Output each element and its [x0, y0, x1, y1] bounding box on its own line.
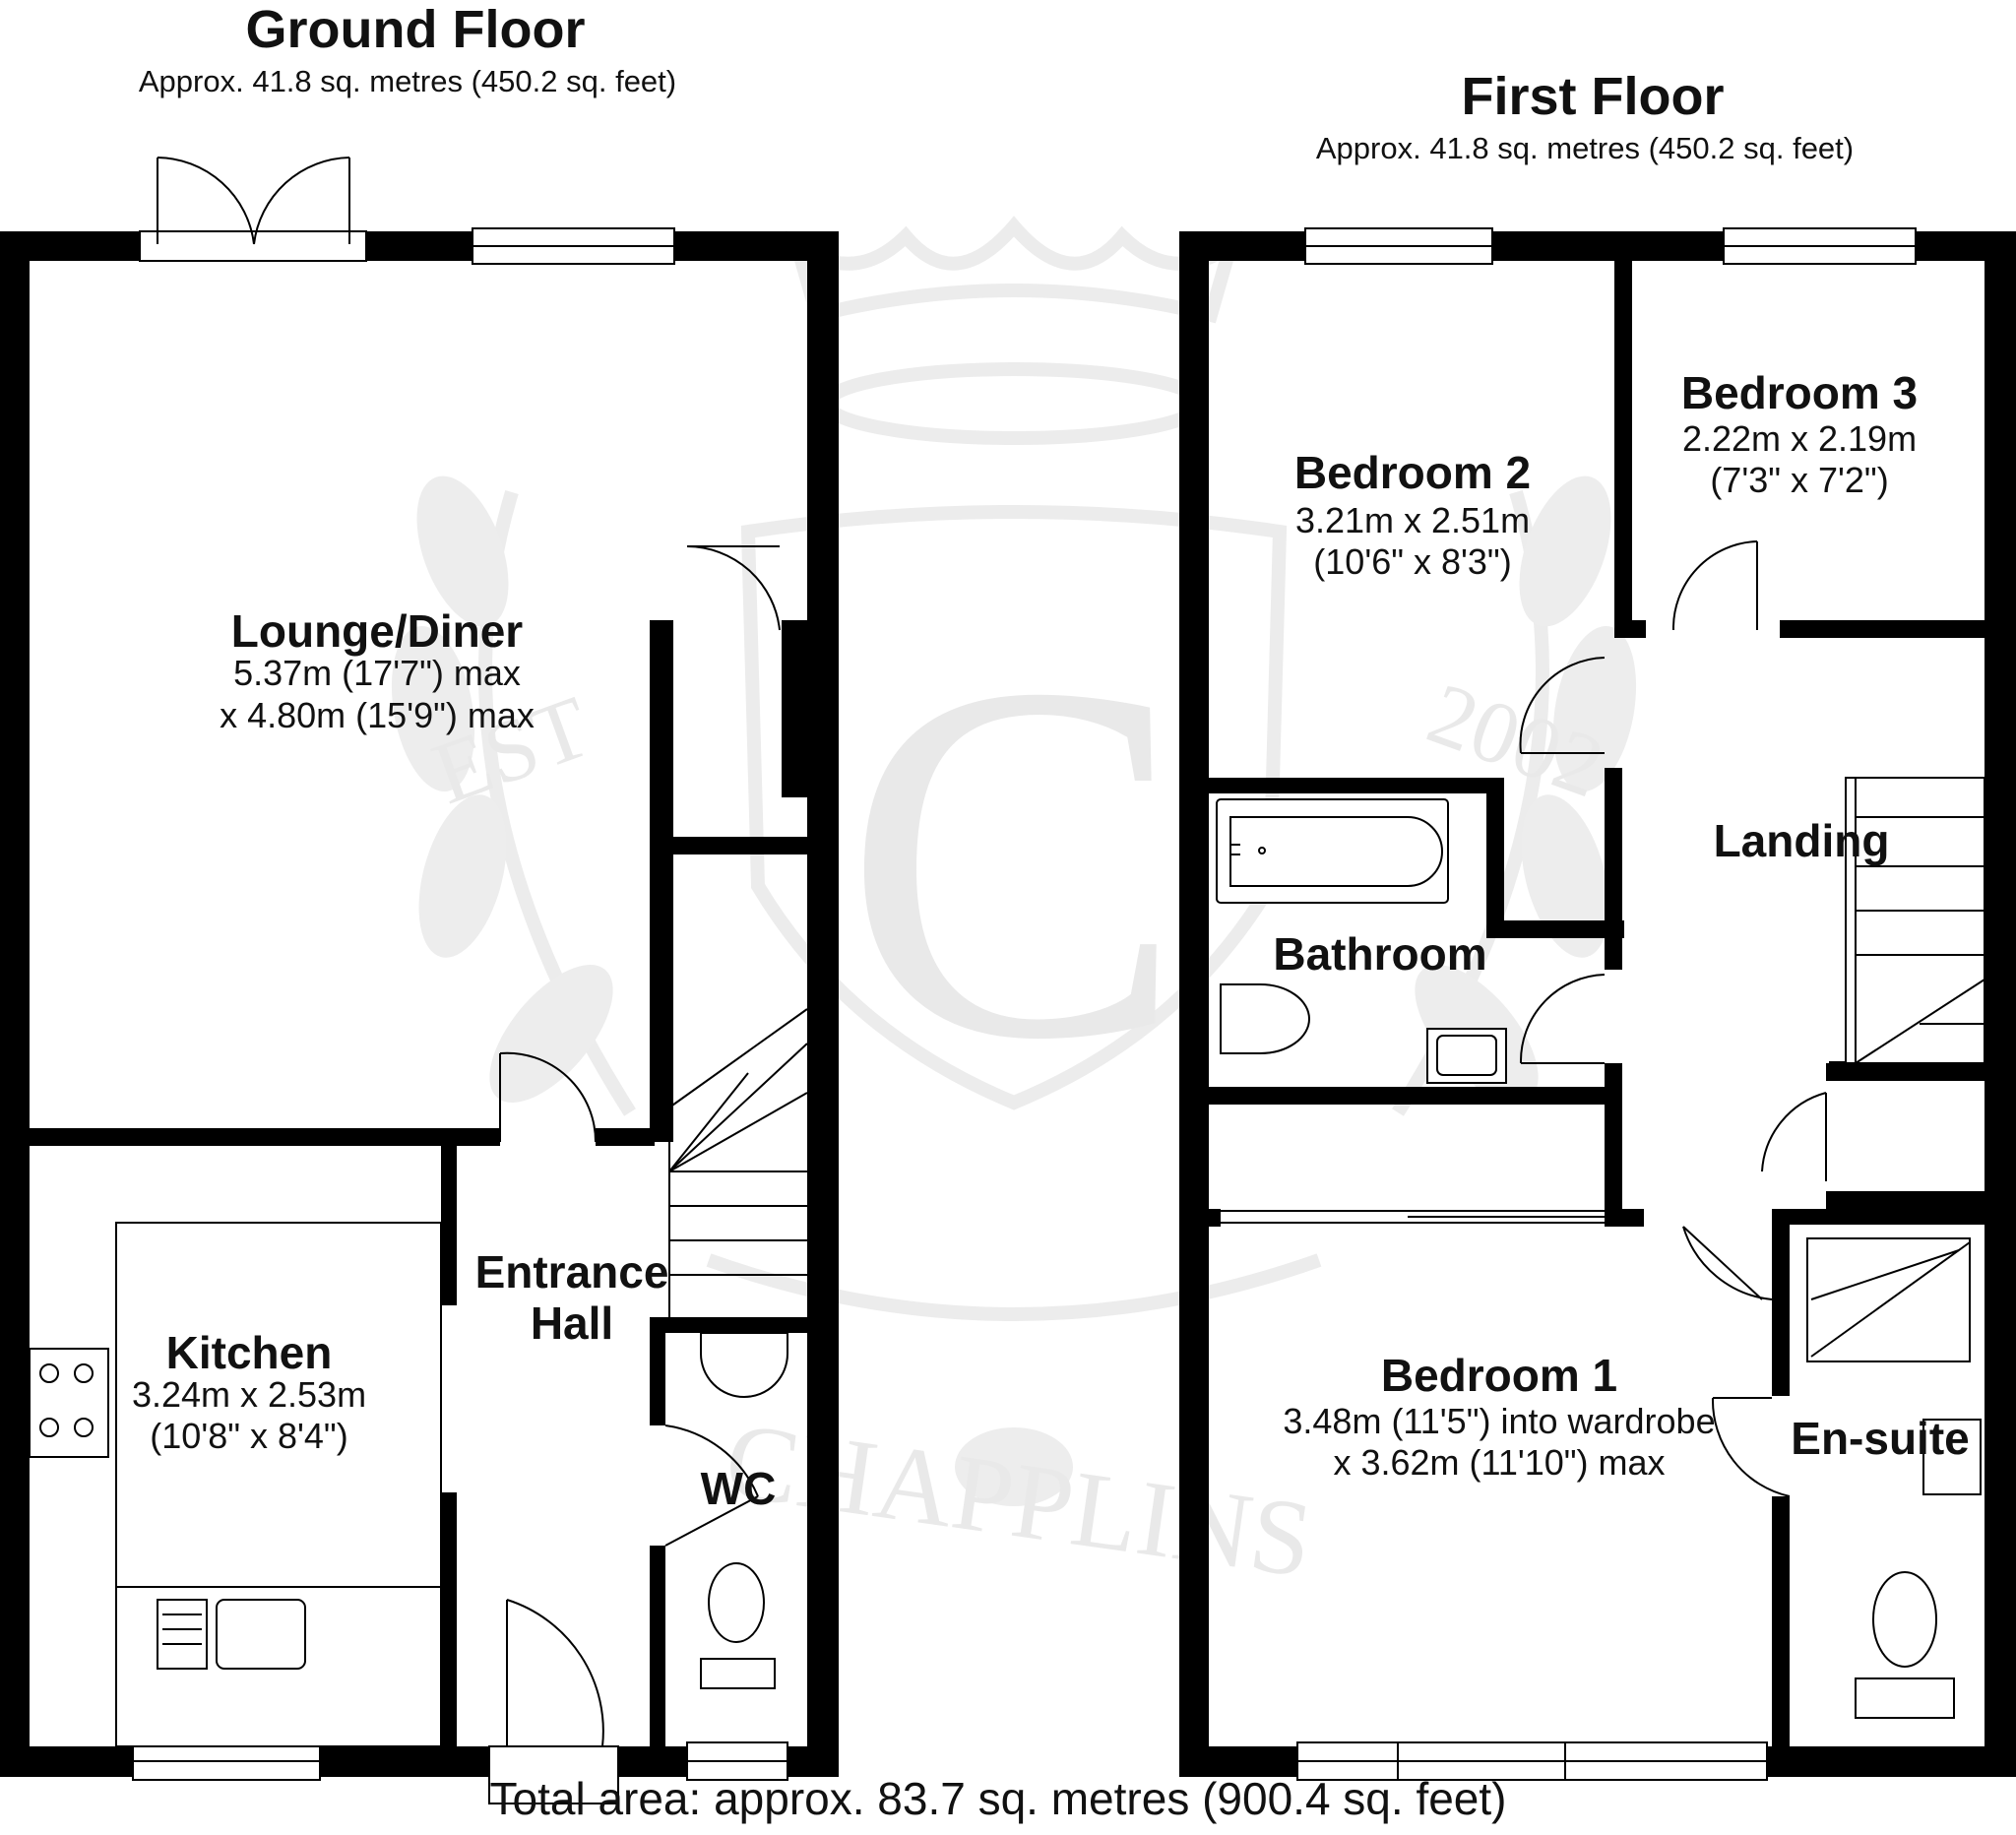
crown-icon [786, 216, 1242, 324]
gf-wall-top-left [0, 231, 140, 261]
bathroom-toilet-icon [1220, 983, 1310, 1054]
room-bedroom1-dim1: 3.48m (11'5") into wardrobe [1283, 1401, 1716, 1441]
room-lounge-diner-name: Lounge/Diner [230, 605, 524, 657]
ff-wall-right [1984, 231, 2016, 1777]
room-ensuite-name: En-suite [1791, 1413, 1970, 1464]
room-lounge-diner-dim1: 5.37m (17'7") max [233, 653, 521, 693]
room-entrance-hall-name: Entrance [474, 1246, 669, 1297]
gf-wall-bottom-a [0, 1746, 133, 1777]
room-kitchen-dim1: 3.24m x 2.53m [131, 1374, 367, 1415]
room-bedroom3-dim1: 2.22m x 2.19m [1681, 418, 1918, 459]
ff-wall-top-a [1179, 231, 1305, 261]
ff-wall-bed2-bed3 [1614, 261, 1632, 635]
gf-wall-bottom-b [320, 1746, 489, 1777]
gf-wall-lounge-kitchen [30, 1128, 500, 1146]
room-bedroom1-name: Bedroom 1 [1380, 1350, 1618, 1401]
wc-basin-icon [700, 1332, 788, 1398]
room-bedroom2-name: Bedroom 2 [1293, 447, 1532, 498]
ff-wall-bottom-b [1767, 1746, 2016, 1777]
ensuite-toilet-icon [1872, 1571, 1937, 1668]
ground-floor-area: Approx. 41.8 sq. metres (450.2 sq. feet) [138, 64, 677, 98]
wc-toilet-icon [708, 1562, 765, 1643]
room-wc-name: WC [700, 1463, 777, 1514]
gf-wall-bottom-d [788, 1746, 839, 1777]
gf-wall-left [0, 231, 30, 1777]
room-bathroom-name: Bathroom [1273, 928, 1487, 980]
ff-wall-ensuite [1772, 1209, 1790, 1396]
room-bedroom1-dim2: x 3.62m (11'10") max [1333, 1442, 1666, 1483]
room-bedroom3-dim2: (7'3" x 7'2") [1710, 460, 1889, 500]
room-bedroom2-dim2: (10'6" x 8'3") [1313, 541, 1512, 582]
room-landing-name: Landing [1713, 815, 1890, 866]
total-area: Total area: approx. 83.7 sq. metres (900… [489, 1773, 1507, 1824]
ff-wall-bottom-a [1179, 1746, 1297, 1777]
ground-floor-title: Ground Floor [245, 0, 586, 59]
first-floor-title: First Floor [1461, 67, 1725, 126]
ff-wall-bath-bed1 [1209, 1087, 1622, 1105]
room-kitchen-dim2: (10'8" x 8'4") [150, 1416, 348, 1456]
ensuite-basin-icon [1922, 1419, 1982, 1495]
ff-wall-bed2-bath [1209, 778, 1504, 793]
room-kitchen-name: Kitchen [165, 1327, 333, 1378]
ff-wall-top-b [1492, 231, 1724, 261]
ff-stairs [1845, 777, 1985, 1064]
watermark-letter: C [844, 579, 1185, 1145]
kitchen-counter [115, 1222, 442, 1588]
gf-wall-right [807, 231, 839, 1777]
gf-wall-bottom-c [618, 1746, 687, 1777]
room-entrance-hall-name2: Hall [530, 1297, 614, 1349]
gf-wall-hall [441, 1128, 457, 1305]
room-bedroom2-dim1: 3.21m x 2.51m [1294, 500, 1531, 540]
first-floor-area: Approx. 41.8 sq. metres (450.2 sq. feet) [1315, 131, 1855, 165]
ff-wall-left [1179, 231, 1209, 1777]
room-bedroom3-name: Bedroom 3 [1680, 367, 1919, 418]
kitchen-sink-icon [216, 1599, 306, 1670]
gf-front-door [488, 1745, 619, 1804]
room-lounge-diner-dim2: x 4.80m (15'9") max [220, 695, 535, 735]
